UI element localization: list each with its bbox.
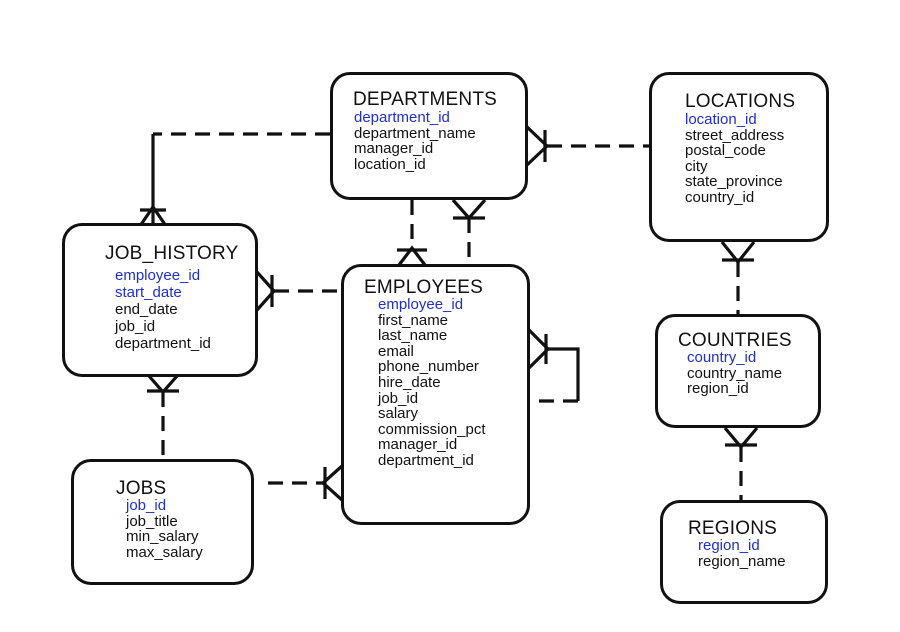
- attribute: job_title: [126, 512, 178, 530]
- attribute: commission_pct: [378, 420, 486, 438]
- key-attribute: employee_id: [378, 296, 464, 313]
- key-attribute: department_id: [354, 109, 450, 126]
- key-attribute: start_date: [115, 284, 182, 301]
- entity-name: JOB_HISTORY: [105, 243, 239, 264]
- entity-name: LOCATIONS: [685, 91, 796, 112]
- attribute: hire_date: [378, 373, 441, 391]
- attribute: location_id: [354, 155, 426, 173]
- entity-name: JOBS: [116, 478, 167, 499]
- attribute: department_id: [115, 335, 211, 352]
- attribute: salary: [378, 405, 419, 423]
- attribute: state_province: [685, 173, 783, 191]
- attribute: last_name: [378, 327, 448, 345]
- rel-departments-job-history: [138, 132, 330, 227]
- key-attribute: job_id: [126, 497, 167, 514]
- attribute: job_id: [115, 318, 156, 335]
- rel-jobs-job-history: [147, 374, 179, 460]
- attribute: department_id: [378, 451, 474, 469]
- attribute: street_address: [685, 126, 785, 144]
- rel-employees-departments: [451, 198, 487, 264]
- entity-name: REGIONS: [688, 518, 778, 539]
- attribute: region_id: [687, 380, 749, 398]
- entity-name: DEPARTMENTS: [353, 89, 498, 110]
- rel-jobs-employees: [268, 464, 344, 502]
- attribute: department_name: [354, 124, 476, 142]
- rel-employees-job-history: [255, 270, 341, 312]
- attribute: min_salary: [126, 528, 199, 546]
- attribute: phone_number: [378, 358, 479, 376]
- key-attribute: employee_id: [115, 267, 201, 284]
- attribute: country_name: [687, 364, 783, 382]
- rel-regions-countries: [723, 426, 759, 502]
- attribute: email: [378, 342, 414, 360]
- key-attribute: location_id: [685, 111, 757, 128]
- attribute: country_id: [685, 188, 755, 206]
- key-attribute: region_id: [698, 537, 760, 554]
- attribute: end_date: [115, 301, 178, 318]
- rel-departments-employees: [397, 200, 427, 266]
- entity-name: COUNTRIES: [678, 330, 792, 351]
- attribute: manager_id: [378, 436, 458, 454]
- attribute: first_name: [378, 311, 449, 329]
- attribute: max_salary: [126, 543, 203, 561]
- rel-employees-self: [527, 328, 580, 403]
- attribute: job_id: [378, 389, 419, 407]
- entity-name: EMPLOYEES: [364, 277, 484, 298]
- attribute: postal_code: [685, 142, 766, 160]
- attribute: city: [685, 157, 708, 175]
- rel-countries-locations: [720, 241, 756, 316]
- rel-locations-departments: [525, 125, 650, 167]
- key-attribute: country_id: [687, 349, 757, 366]
- attribute: region_name: [698, 552, 786, 570]
- attribute: manager_id: [354, 140, 434, 158]
